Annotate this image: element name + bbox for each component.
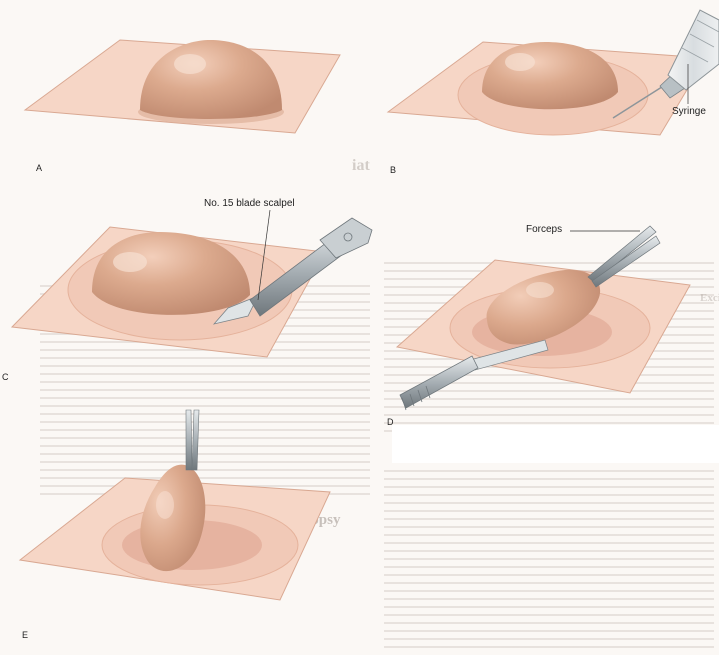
panel-a [25,40,340,133]
panel-b [388,10,719,135]
lesion-highlight [174,54,206,74]
panel-label-d: D [387,417,394,427]
panel-label-a: A [36,163,42,173]
panel-c [12,210,372,357]
panel-label-e: E [22,630,28,640]
forceps-icon [186,410,199,470]
syringe-label: Syringe [672,106,706,117]
lesion-highlight [156,491,174,519]
panel-e [20,410,330,600]
lesion-highlight [526,282,554,298]
forceps-label: Forceps [526,224,562,235]
scalpel-label: No. 15 blade scalpel [204,198,295,209]
panel-d [397,226,690,410]
lesion-highlight [113,252,147,272]
panel-label-b: B [390,165,396,175]
panel-label-c: C [2,372,9,382]
lesion-highlight [505,53,535,71]
